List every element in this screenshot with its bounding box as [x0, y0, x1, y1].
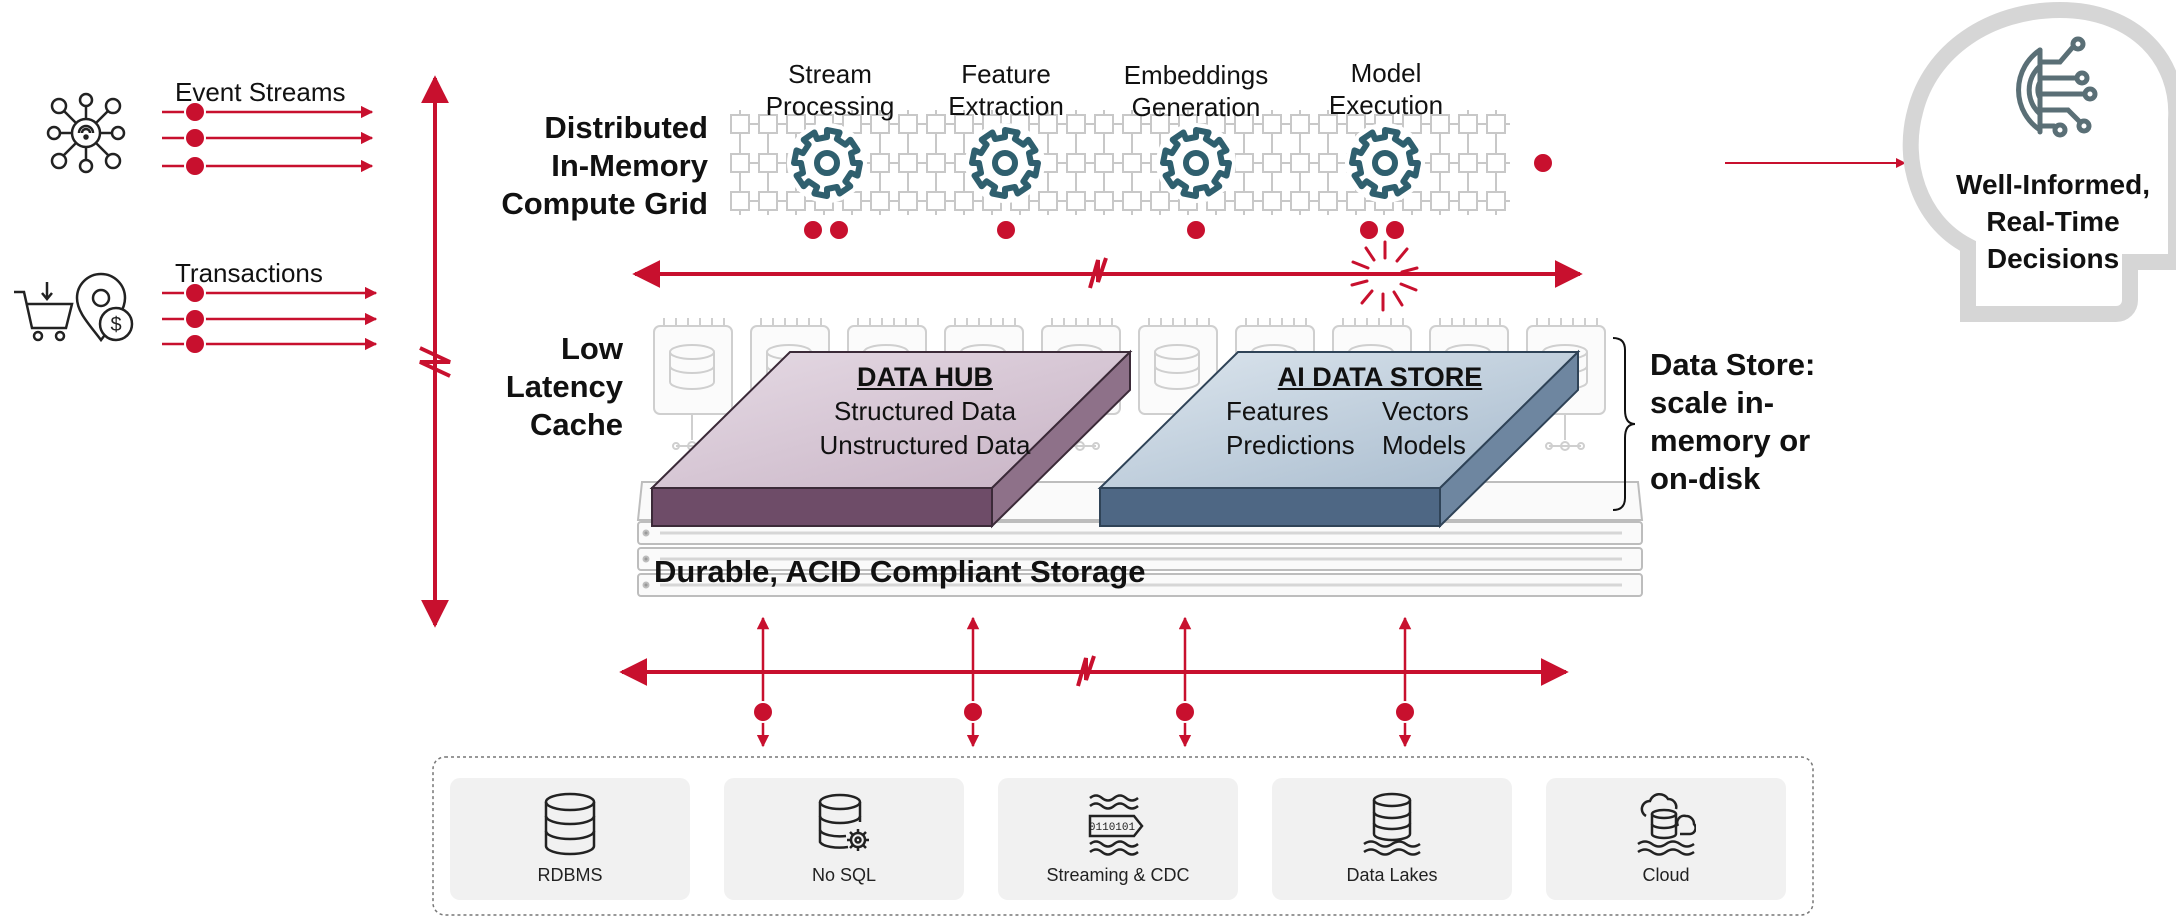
source-card-nosql[interactable]: No SQL: [724, 778, 964, 900]
ai-data-store-block: [1097, 349, 1581, 529]
brain-circuit-icon: [2016, 36, 2098, 138]
database-gear-icon: [818, 793, 869, 851]
cloud-database-icon: [1637, 792, 1696, 856]
data-hub-title: DATA HUB: [857, 362, 993, 392]
svg-text:$: $: [110, 314, 121, 336]
gear-group: [787, 123, 1425, 203]
source-dots: [752, 701, 1416, 723]
gear-icon: [1156, 123, 1236, 203]
transactions-label: Transactions: [175, 258, 323, 288]
source-card-cloud[interactable]: Cloud: [1546, 778, 1786, 900]
sources-container: [432, 756, 1814, 916]
database-icon: [544, 792, 596, 856]
ai-data-store-title: AI DATA STORE: [1277, 362, 1483, 392]
data-lake-icon: [1363, 792, 1421, 856]
event-dots: [184, 101, 206, 355]
gear-icon: [1345, 123, 1425, 203]
burst-icon: [1350, 240, 1419, 312]
vertical-scale-arrow: [419, 75, 451, 628]
source-horizontal-arrow: [619, 655, 1569, 687]
data-hub-block: [649, 349, 1133, 529]
source-connectors: [756, 616, 1412, 748]
output-label: Well-Informed, Real-Time Decisions: [1956, 169, 2150, 274]
network-icon: [46, 92, 126, 174]
svg-text:0110101: 0110101: [1089, 822, 1136, 834]
compute-grid-title: Distributed In-Memory Compute Grid: [501, 110, 708, 221]
server-icon: [653, 318, 733, 451]
source-card-data-lakes[interactable]: Data Lakes: [1272, 778, 1512, 900]
data-store-brace: [1612, 337, 1636, 511]
data-store-note: Data Store: scale in- memory or on-disk: [1650, 347, 1816, 496]
location-dollar-icon: $: [75, 272, 134, 343]
cache-title: Low Latency Cache: [505, 331, 623, 442]
data-hub-label: DATA HUB Structured Data Unstructured Da…: [760, 360, 1090, 462]
head-silhouette: [1902, 1, 2176, 322]
binary-stream-icon: 0110101: [1088, 794, 1144, 856]
source-card-streaming-cdc[interactable]: 0110101 Streaming & CDC: [998, 778, 1238, 900]
shopping-cart-icon: [14, 282, 74, 342]
event-streams-label: Event Streams: [175, 77, 346, 107]
source-card-rdbms[interactable]: RDBMS: [450, 778, 690, 900]
compute-dots: [802, 152, 1554, 241]
compute-horizontal-arrow: [632, 257, 1583, 289]
storage-label: Durable, ACID Compliant Storage: [654, 554, 1146, 589]
gear-icon: [965, 123, 1045, 203]
gear-icon: [787, 123, 867, 203]
